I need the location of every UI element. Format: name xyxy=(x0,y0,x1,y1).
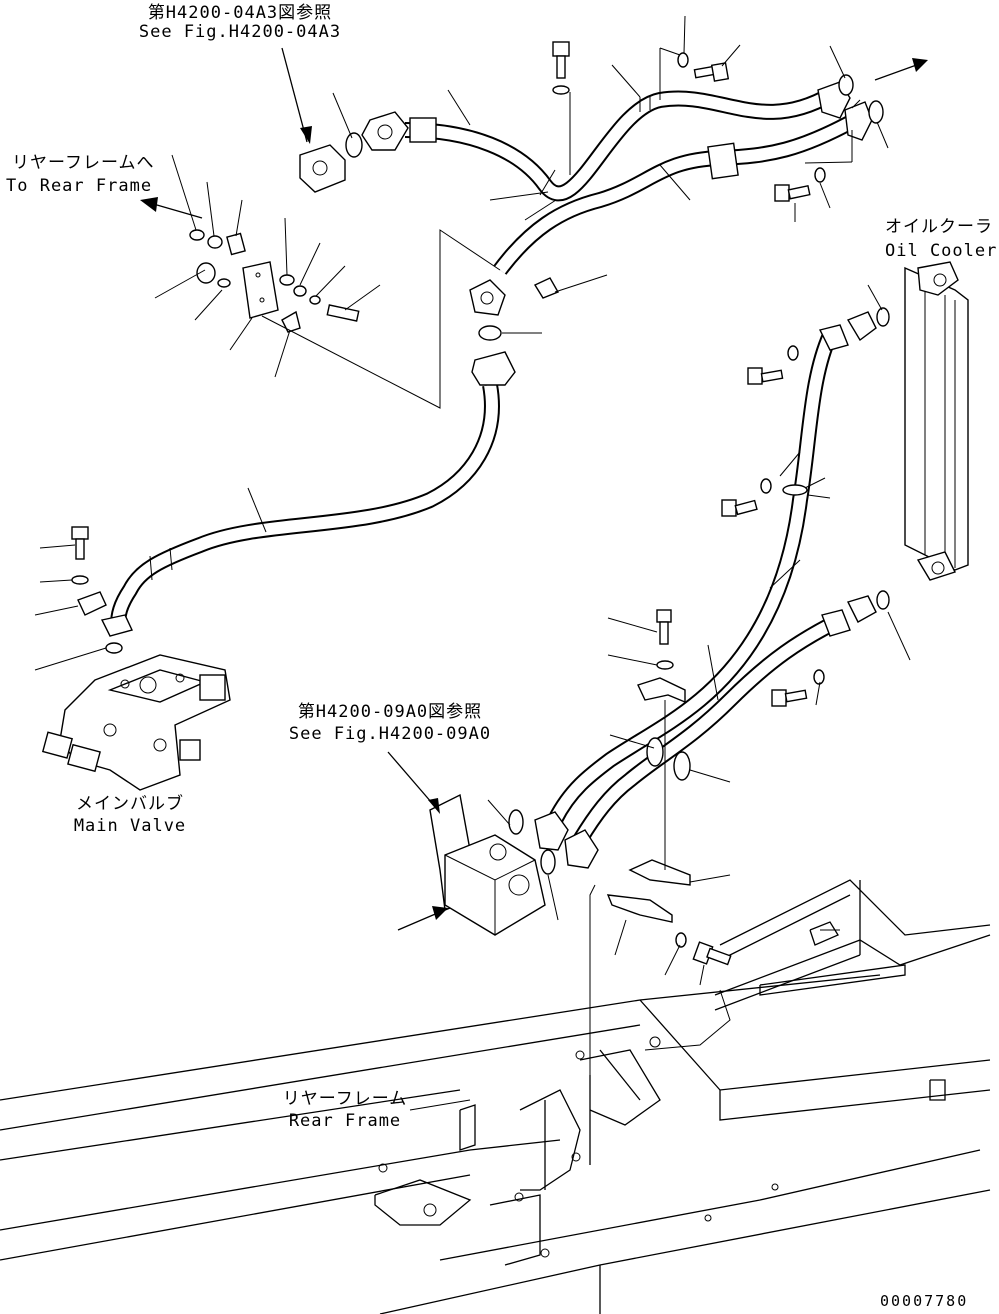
to-rear-frame-en: To Rear Frame xyxy=(6,176,153,196)
upper-bolts xyxy=(552,41,826,202)
upper-hoses xyxy=(299,74,884,341)
rear-frame-jp: リヤーフレーム xyxy=(282,1089,408,1109)
ref-mid-en: See Fig.H4200-09A0 xyxy=(288,724,492,744)
to-rear-frame-jp: リヤーフレームへ xyxy=(12,153,155,173)
rear-frame-en: Rear Frame xyxy=(288,1111,402,1131)
cooler-bolts xyxy=(606,345,825,966)
ref-top-en: See Fig.H4200-04A3 xyxy=(138,22,342,42)
rear-frame-drawing xyxy=(0,879,991,1314)
main-valve-en: Main Valve xyxy=(73,816,187,836)
leader-lines xyxy=(34,15,911,1165)
main-valve-drawing xyxy=(41,654,231,791)
cooler-hoses xyxy=(534,324,851,869)
oil-cooler-jp: オイルクーラ xyxy=(885,217,993,237)
arrows xyxy=(140,47,928,931)
ref-top-jp: 第H4200-04A3図参照 xyxy=(147,3,333,23)
main-valve-jp: メインバルブ xyxy=(76,794,184,814)
hose-to-main-valve xyxy=(71,351,516,654)
oil-cooler-drawing xyxy=(846,261,969,623)
rear-frame-bracket-parts xyxy=(189,229,360,333)
valve-block-drawing xyxy=(429,793,556,936)
oil-cooler-en: Oil Cooler xyxy=(885,241,998,261)
ref-mid-jp: 第H4200-09A0図参照 xyxy=(297,702,483,722)
drawing-number: 00007780 xyxy=(880,1292,969,1310)
